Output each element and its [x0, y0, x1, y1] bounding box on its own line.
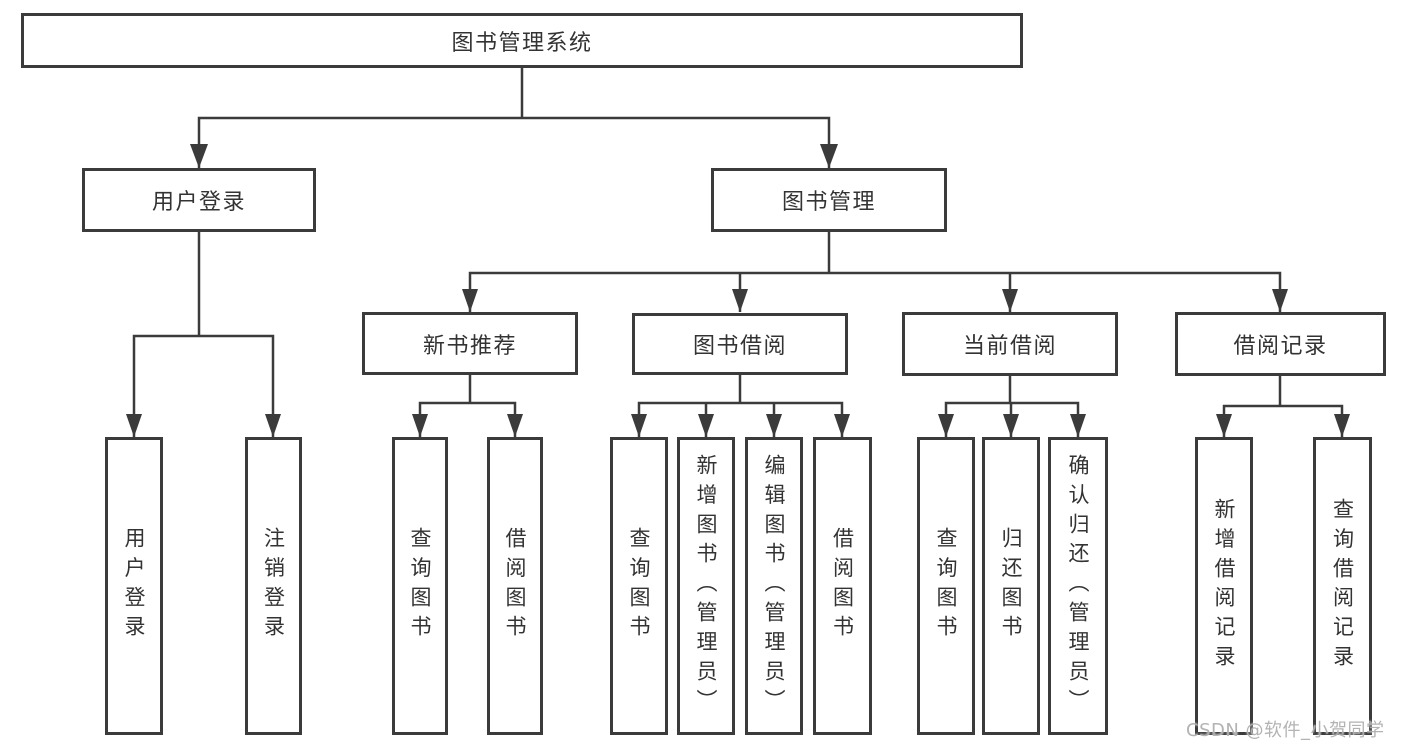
node-new-book-recommend-label: 新书推荐 — [422, 333, 517, 359]
leaf-logout-label: 注销登录 — [261, 527, 286, 645]
leaf-add-borrow-record-label: 新增借阅记录 — [1212, 497, 1236, 675]
csdn-watermark: CSDN @软件_小贺同学 — [1186, 720, 1385, 741]
leaf-query-borrow-record: 查询借阅记录 — [1313, 437, 1372, 735]
node-book-borrow: 图书借阅 — [632, 313, 848, 375]
leaf-edit-book-admin: 编辑图书（管理员） — [745, 437, 803, 735]
leaf-user-login: 用户登录 — [105, 437, 163, 735]
leaf-confirm-return-admin: 确认归还（管理员） — [1048, 437, 1108, 735]
node-user-login-label: 用户登录 — [151, 190, 246, 215]
node-user-login: 用户登录 — [82, 168, 316, 232]
leaf-borrow-book: 借阅图书 — [813, 437, 872, 735]
node-borrow-records: 借阅记录 — [1175, 312, 1386, 376]
node-book-management: 图书管理 — [711, 168, 947, 232]
leaf-query-book-borrow-label: 查询图书 — [627, 527, 651, 645]
leaf-query-book-recommend-label: 查询图书 — [408, 527, 432, 645]
leaf-query-borrow-record-label: 查询借阅记录 — [1330, 497, 1355, 675]
leaf-logout: 注销登录 — [245, 437, 302, 735]
arrowheads — [126, 144, 1350, 437]
leaf-query-book-recommend: 查询图书 — [392, 437, 448, 735]
leaf-add-book-admin: 新增图书（管理员） — [677, 437, 735, 735]
leaf-borrow-book-label: 借阅图书 — [830, 527, 855, 645]
leaf-query-book-current-label: 查询图书 — [934, 527, 958, 645]
node-current-borrow: 当前借阅 — [902, 312, 1118, 376]
node-book-borrow-label: 图书借阅 — [692, 334, 787, 359]
leaf-query-book-current: 查询图书 — [917, 437, 975, 735]
leaf-return-book: 归还图书 — [982, 437, 1040, 735]
node-root: 图书管理系统 — [21, 13, 1023, 68]
leaf-borrow-book-recommend: 借阅图书 — [487, 437, 543, 735]
leaf-query-book-borrow: 查询图书 — [610, 437, 668, 735]
leaf-confirm-return-admin-label: 确认归还（管理员） — [1066, 453, 1090, 719]
node-borrow-records-label: 借阅记录 — [1233, 334, 1328, 359]
node-root-label: 图书管理系统 — [451, 30, 593, 56]
leaf-return-book-label: 归还图书 — [999, 527, 1023, 645]
leaf-add-book-admin-label: 新增图书（管理员） — [694, 453, 718, 719]
leaf-edit-book-admin-label: 编辑图书（管理员） — [762, 453, 786, 719]
node-current-borrow-label: 当前借阅 — [962, 334, 1057, 359]
leaf-borrow-book-recommend-label: 借阅图书 — [503, 527, 527, 645]
leaf-user-login-label: 用户登录 — [122, 527, 146, 645]
node-book-management-label: 图书管理 — [781, 190, 876, 215]
node-new-book-recommend: 新书推荐 — [362, 312, 578, 375]
leaf-add-borrow-record: 新增借阅记录 — [1195, 437, 1253, 735]
